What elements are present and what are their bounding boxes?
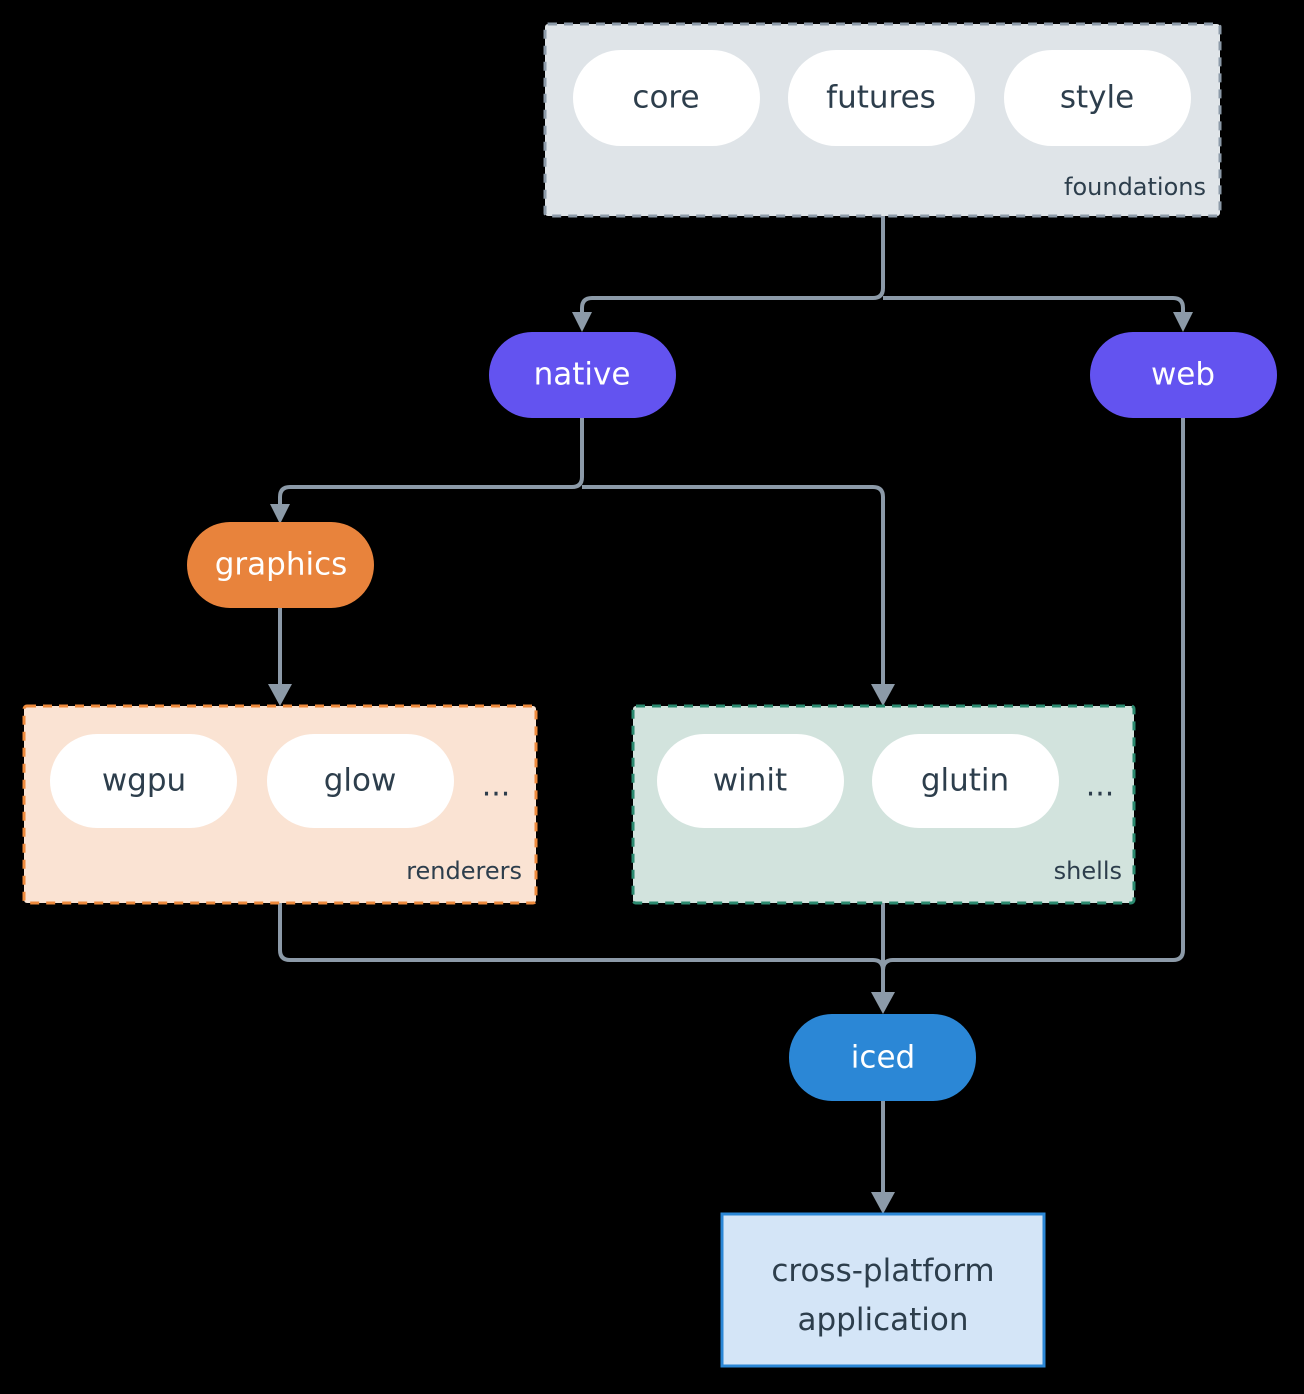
cluster-foundations[interactable]: core futures style foundations bbox=[543, 22, 1222, 218]
node-native[interactable]: native bbox=[489, 332, 676, 418]
cluster-renderers-label: renderers bbox=[406, 857, 522, 885]
node-web[interactable]: web bbox=[1090, 332, 1277, 418]
node-iced[interactable]: iced bbox=[789, 1014, 976, 1101]
node-glutin-shape bbox=[872, 734, 1059, 828]
node-winit-label: winit bbox=[713, 763, 787, 799]
node-futures-shape bbox=[788, 50, 975, 146]
node-winit[interactable]: winit bbox=[657, 734, 844, 828]
cluster-renderers[interactable]: wgpu glow ... renderers bbox=[22, 704, 538, 905]
node-style-shape bbox=[1004, 50, 1191, 146]
arrowhead-to-application bbox=[871, 1192, 895, 1214]
node-style[interactable]: style bbox=[1004, 50, 1191, 146]
cluster-shells-label: shells bbox=[1054, 857, 1122, 885]
node-graphics[interactable]: graphics bbox=[187, 522, 374, 608]
node-core-shape bbox=[573, 50, 760, 146]
node-web-shape bbox=[1090, 332, 1277, 418]
node-style-label: style bbox=[1060, 80, 1134, 116]
node-futures[interactable]: futures bbox=[788, 50, 975, 146]
node-glutin-label: glutin bbox=[921, 763, 1009, 799]
node-application-shape bbox=[720, 1212, 1046, 1368]
edge-native-to-shells bbox=[581, 485, 885, 692]
node-core-label: core bbox=[632, 80, 699, 116]
arrowhead-to-graphics bbox=[270, 504, 290, 524]
arrowhead-to-web bbox=[1173, 312, 1193, 332]
edge-native-to-graphics bbox=[278, 418, 584, 510]
arrowhead-to-iced bbox=[871, 992, 895, 1014]
node-graphics-shape bbox=[187, 522, 374, 608]
node-graphics-label: graphics bbox=[215, 547, 348, 583]
node-application-label-line1: cross-platform bbox=[771, 1253, 994, 1289]
node-futures-label: futures bbox=[826, 80, 936, 116]
edge-renderers-to-iced bbox=[278, 903, 885, 1000]
arrowhead-to-shells bbox=[871, 684, 895, 706]
node-glow-shape bbox=[267, 734, 454, 828]
node-wgpu-shape bbox=[50, 734, 237, 828]
arrowhead-to-native bbox=[572, 312, 592, 332]
node-winit-shape bbox=[657, 734, 844, 828]
edge-foundations-to-web-branch bbox=[882, 295, 1185, 318]
edge-layer bbox=[268, 216, 1193, 1214]
cluster-foundations-label: foundations bbox=[1064, 173, 1206, 201]
node-glow[interactable]: glow bbox=[267, 734, 454, 828]
node-application-label-line2: application bbox=[798, 1302, 969, 1338]
node-iced-label: iced bbox=[851, 1040, 915, 1076]
cluster-shells-ellipsis: ... bbox=[1086, 769, 1115, 804]
node-native-label: native bbox=[534, 357, 631, 393]
node-glutin[interactable]: glutin bbox=[872, 734, 1059, 828]
edge-foundations-to-native-web bbox=[580, 216, 885, 318]
node-wgpu-label: wgpu bbox=[102, 763, 186, 799]
cluster-shells[interactable]: winit glutin ... shells bbox=[631, 704, 1136, 905]
node-wgpu[interactable]: wgpu bbox=[50, 734, 237, 828]
node-native-shape bbox=[489, 332, 676, 418]
edge-web-to-iced bbox=[881, 418, 1185, 1000]
node-core[interactable]: core bbox=[573, 50, 760, 146]
node-web-label: web bbox=[1151, 357, 1215, 393]
arrowhead-to-renderers bbox=[268, 684, 292, 706]
node-iced-shape bbox=[789, 1014, 976, 1101]
node-application[interactable]: cross-platform application bbox=[720, 1212, 1046, 1368]
node-glow-label: glow bbox=[324, 763, 397, 799]
cluster-renderers-ellipsis: ... bbox=[482, 769, 511, 804]
